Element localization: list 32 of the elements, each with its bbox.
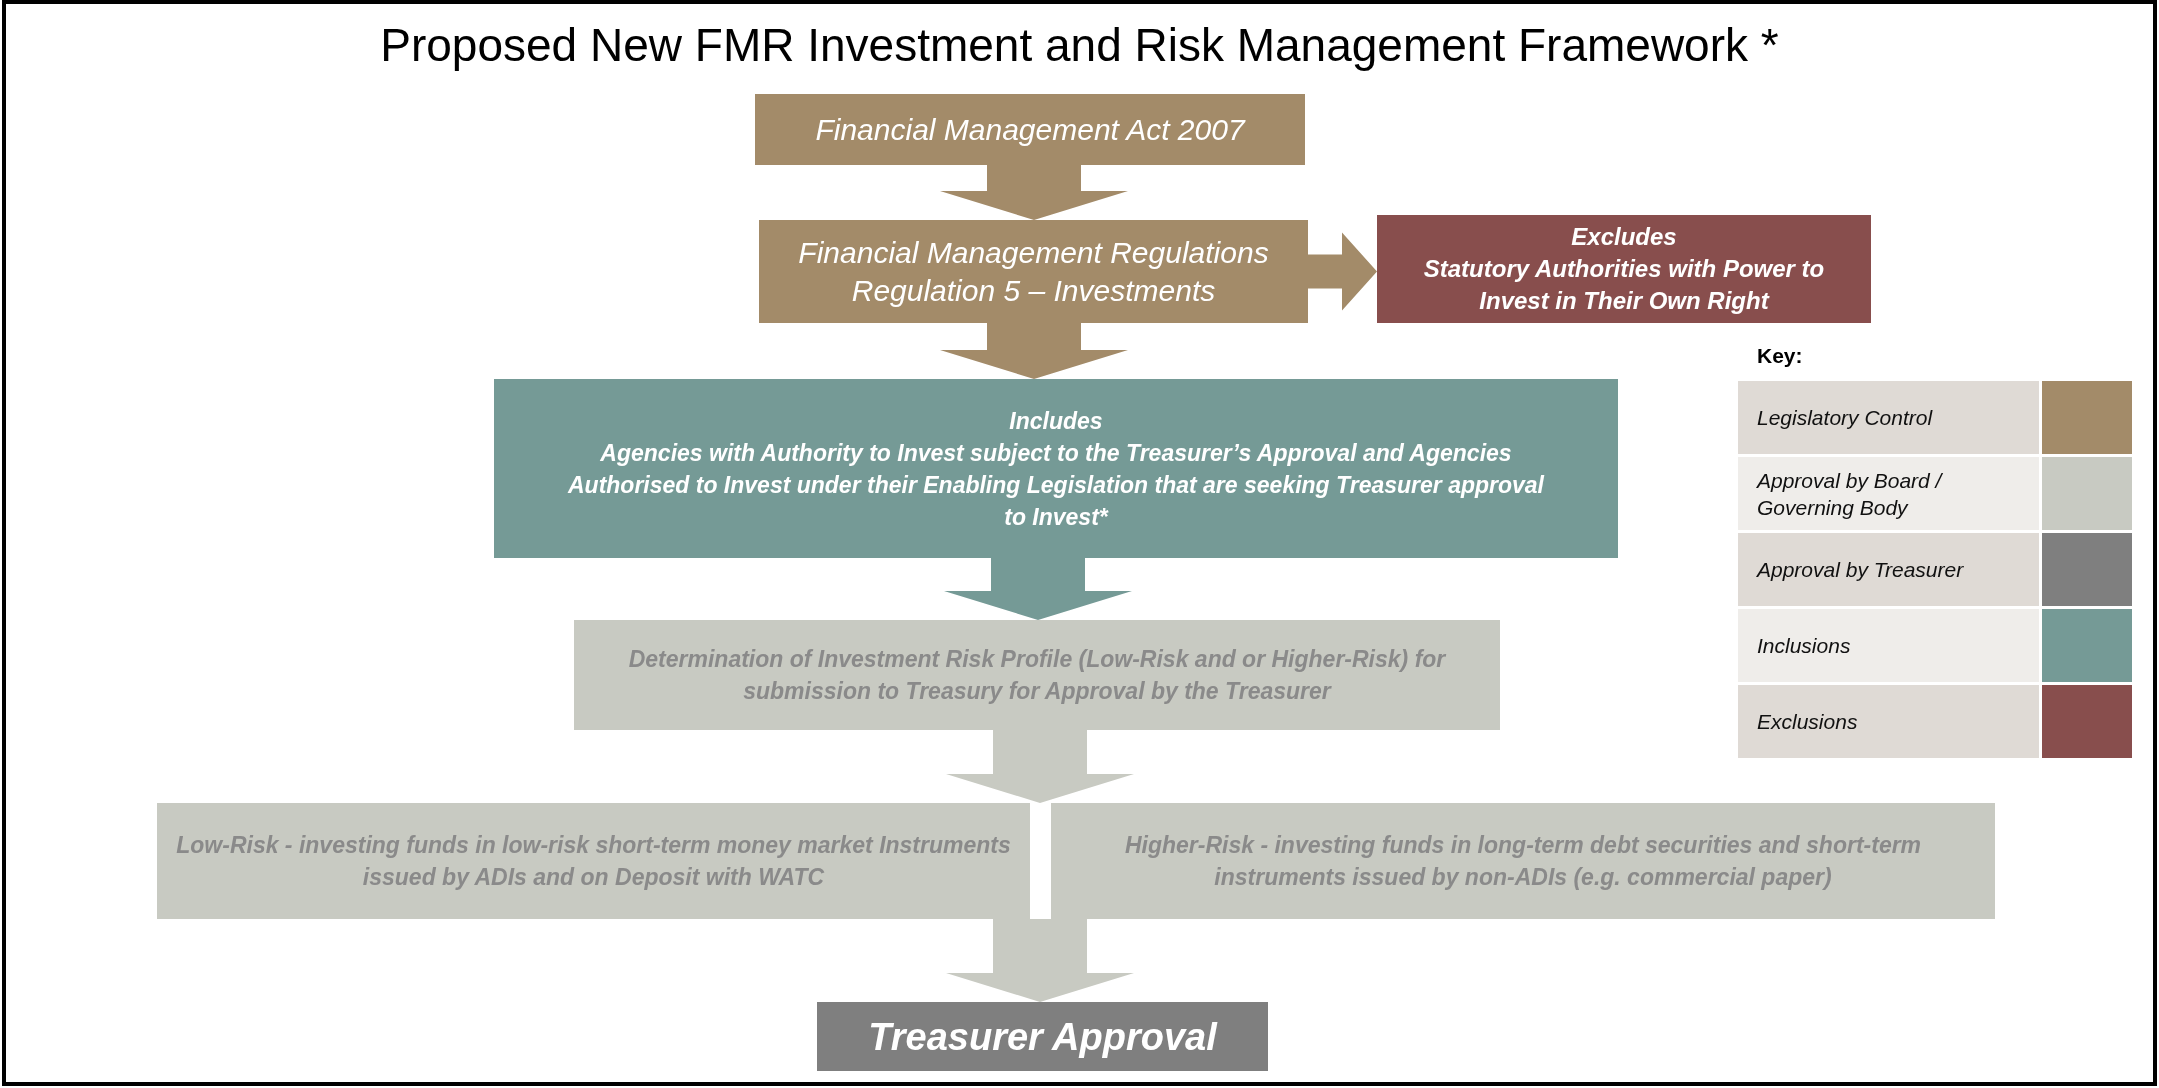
box-heading: Includes <box>1009 406 1103 436</box>
box-text: Higher-Risk - investing funds in long-term debt securities and short-term instruments issued by non-ADIs (e.g. commercial paper) <box>1123 831 1923 892</box>
legend-label: Approval by Treasurer <box>1738 533 2039 606</box>
box-heading: Excludes <box>1571 222 1677 252</box>
block-arrow <box>944 558 1132 620</box>
legend-label: Approval by Board / Governing Body <box>1738 457 2039 530</box>
diagram-title: Proposed New FMR Investment and Risk Management Framework * <box>379 18 1780 72</box>
process-box <box>574 620 1500 730</box>
block-arrow <box>940 165 1128 220</box>
process-box <box>817 1002 1268 1071</box>
box-text: Agencies with Authority to Invest subject to the Treasurer’s Approval and Agencies Authorised to Invest under their Enabling Legislation that are seeking Treasurer approval to Invest* <box>566 438 1546 532</box>
box-text: Financial Management Act 2007 <box>815 111 1245 148</box>
process-box <box>1377 215 1871 323</box>
box-text: Low-Risk - investing funds in low-risk short-term money market Instruments issued by ADIs and on Deposit with WATC <box>175 831 1012 892</box>
box-text: Statutory Authorities with Power to Invest in Their Own Right <box>1422 254 1826 316</box>
process-box <box>494 379 1618 558</box>
box-text: Determination of Investment Risk Profile (Low-Risk and or Higher-Risk) for submission to Treasury for Approval by the Treasurer <box>627 645 1447 706</box>
box-text: Treasurer Approval <box>868 1014 1217 1059</box>
legend-label: Legislatory Control <box>1738 381 2039 454</box>
key-heading: Key: <box>1757 343 1803 369</box>
legend-label: Exclusions <box>1738 685 2039 758</box>
legend-label: Inclusions <box>1738 609 2039 682</box>
box-text: Regulation 5 – Investments <box>851 272 1216 309</box>
block-arrow <box>940 323 1128 379</box>
process-box <box>157 803 1030 919</box>
process-box <box>759 220 1308 323</box>
block-arrow <box>946 919 1134 1002</box>
block-arrow <box>1308 232 1377 311</box>
box-heading: Financial Management Regulations <box>798 234 1269 271</box>
block-arrow <box>946 730 1134 803</box>
process-box <box>1051 803 1995 919</box>
process-box <box>755 94 1305 165</box>
